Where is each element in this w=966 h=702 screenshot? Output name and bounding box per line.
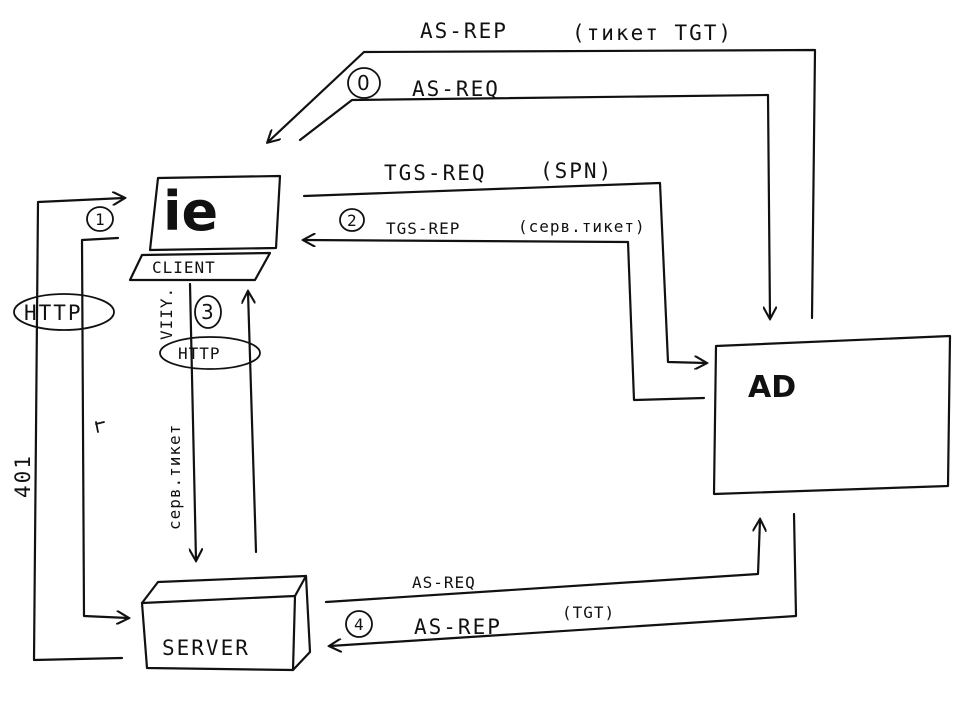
step-4-number: 4 — [354, 615, 365, 634]
as-rep-top-flow: AS-REP (тикет TGT) — [268, 19, 817, 320]
server-box-side — [291, 574, 312, 672]
service-ticket-flow: HTTP серв.тикет VIIY. — [157, 282, 261, 560]
as-req-top-flow: AS-REQ — [298, 77, 770, 318]
tgs-req-label: TGS-REQ — [384, 161, 487, 185]
as-rep-top-note: (тикет TGT) — [572, 21, 733, 45]
step-1-circle — [86, 206, 114, 232]
client-node: ie CLIENT — [128, 174, 282, 282]
serv-ticket-arrow — [190, 282, 196, 560]
as-req-bottom-flow: AS-REQ — [324, 520, 760, 604]
tgs-req-flow: TGS-REQ (SPN) — [302, 159, 706, 363]
as-req-top-label: AS-REQ — [412, 77, 500, 101]
tgs-rep-flow: TGS-REP (серв.тикет) — [304, 217, 706, 402]
server-label: SERVER — [162, 636, 250, 660]
http-return-arrow — [248, 292, 258, 554]
step-0-marker: 0 — [347, 67, 381, 99]
ad-box — [712, 334, 952, 496]
step-2-marker: 2 — [339, 208, 365, 232]
step-2-number: 2 — [347, 211, 358, 230]
tgs-req-note: (SPN) — [540, 159, 613, 183]
as-req-bottom-arrow — [324, 520, 760, 604]
client-screen-frame — [148, 174, 282, 252]
left-http-arrow — [80, 236, 128, 618]
client-base — [128, 251, 272, 282]
vertical-misc-label: VIIY. — [157, 287, 176, 340]
step-0-number: 0 — [357, 71, 370, 95]
tgs-rep-arrow — [304, 240, 706, 402]
http-mid-ellipse — [159, 336, 261, 370]
step-3-number: 3 — [201, 300, 214, 324]
code-401-label: 401 — [11, 454, 35, 498]
step-0-circle — [347, 67, 381, 99]
as-req-bottom-label: AS-REQ — [412, 573, 476, 592]
as-rep-bottom-label: AS-REP — [414, 615, 502, 639]
server-box-top — [140, 574, 308, 605]
http-left-label: HTTP — [24, 301, 83, 325]
http-left-ellipse — [13, 293, 115, 331]
tgs-req-arrow — [302, 181, 706, 363]
ad-label: AD — [748, 370, 796, 405]
step-1-marker: 1 — [86, 206, 114, 232]
tgs-rep-label: TGS-REP — [386, 219, 460, 238]
as-rep-bottom-flow: AS-REP (TGT) — [330, 512, 798, 646]
step-3-marker: 3 — [194, 295, 222, 329]
as-rep-bottom-arrow — [330, 512, 798, 646]
step-2-circle — [339, 208, 365, 232]
left-401-arrow — [32, 198, 124, 662]
as-rep-top-arrow — [268, 48, 817, 320]
as-req-top-arrow — [298, 93, 770, 318]
server-node: SERVER — [140, 574, 312, 672]
client-label: CLIENT — [152, 258, 216, 277]
step-4-circle — [345, 610, 373, 638]
ie-logo: ie — [163, 180, 218, 243]
serv-ticket-vertical-label: серв.тикет — [165, 424, 184, 530]
as-rep-top-label: AS-REP — [420, 19, 508, 43]
http-401-flow: HTTP 401 — [11, 198, 128, 662]
http-mid-label: HTTP — [178, 344, 221, 363]
step-1-number: 1 — [95, 210, 106, 229]
tgs-rep-note: (серв.тикет) — [518, 217, 646, 236]
ad-node: AD — [712, 334, 952, 496]
step-3-circle — [194, 295, 222, 329]
step-4-marker: 4 — [345, 610, 373, 638]
as-rep-bottom-note: (TGT) — [562, 603, 615, 622]
tick-mark — [95, 421, 105, 433]
